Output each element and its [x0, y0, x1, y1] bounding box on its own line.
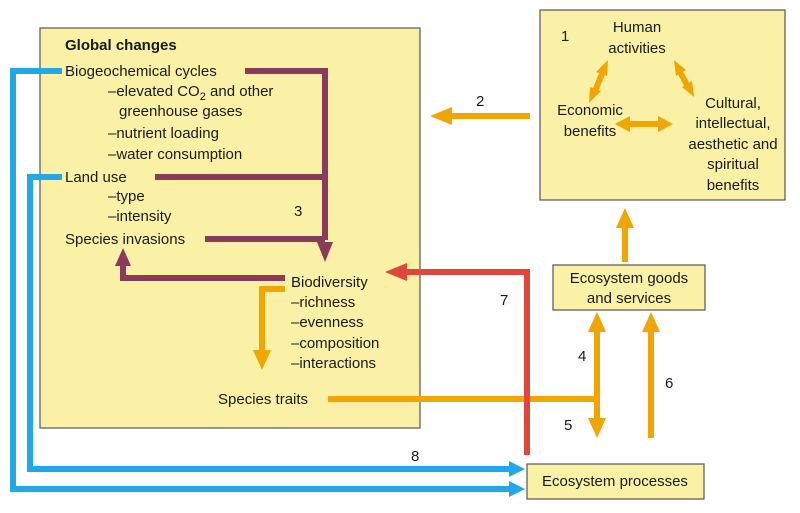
orange-dbl-human-cult — [677, 70, 690, 87]
processes-label: Ecosystem processes — [542, 473, 688, 490]
orange-arrowhead-human — [616, 208, 634, 228]
goods-label-1: Ecosystem goods — [570, 270, 688, 287]
number-6: 6 — [665, 375, 673, 392]
cultural-label-4: spiritual — [707, 156, 759, 173]
number-8: 8 — [411, 448, 419, 465]
human-label-2: activities — [608, 40, 666, 57]
orange-dbl-3a — [615, 116, 630, 132]
cultural-label-3: aesthetic and — [688, 136, 777, 153]
orange-dbl-2a — [674, 60, 686, 76]
biodiversity-label: Biodiversity — [291, 274, 368, 291]
red-arrow-7 — [405, 269, 530, 455]
richness-label: –richness — [291, 294, 355, 311]
global-changes-title: Global changes — [65, 37, 177, 54]
purple-arrowhead-invasions — [115, 248, 131, 266]
economic-label-1: Economic — [557, 102, 623, 119]
number-7: 7 — [500, 292, 508, 309]
cultural-label-2: intellectual, — [695, 115, 770, 132]
greenhouse-label: greenhouse gases — [119, 103, 242, 120]
orange-arrow-traits — [259, 286, 285, 350]
orange-dbl-1a — [596, 60, 608, 76]
ecosystem-processes-box — [526, 463, 705, 500]
water-label: –water consumption — [108, 146, 242, 163]
orange-arrowhead-6 — [642, 312, 660, 332]
species-traits-label: Species traits — [218, 391, 308, 408]
blue-arrowhead-1 — [509, 481, 525, 497]
number-5: 5 — [564, 417, 572, 434]
orange-arrowhead-traits — [253, 350, 271, 370]
interactions-label: –interactions — [291, 355, 376, 372]
number-1: 1 — [561, 28, 569, 45]
species-invasions-label: Species invasions — [65, 231, 185, 248]
goods-label-2: and services — [587, 290, 671, 307]
nutrient-label: –nutrient loading — [108, 125, 219, 142]
orange-arrowhead-2 — [430, 107, 452, 125]
orange-dbl-1b — [589, 87, 601, 103]
number-4: 4 — [578, 348, 586, 365]
type-label: –type — [108, 188, 145, 205]
purple-arrowhead-biodiversity — [317, 242, 333, 262]
evenness-label: –evenness — [291, 314, 364, 331]
land-use-label: Land use — [65, 169, 127, 186]
intensity-label: –intensity — [108, 208, 172, 225]
blue-arrow-landuse — [27, 174, 510, 472]
purple-arrow-biogeochem — [245, 68, 328, 240]
human-label-1: Human — [613, 19, 661, 36]
blue-arrowhead-2 — [509, 461, 525, 477]
red-arrowhead-7 — [385, 263, 407, 281]
orange-arrowhead-4 — [588, 312, 606, 332]
orange-dbl-3b — [658, 116, 673, 132]
orange-dbl-human-econ — [592, 72, 605, 93]
co2-label: –elevated CO2 and other — [108, 83, 273, 103]
economic-label-2: benefits — [564, 123, 617, 140]
number-2: 2 — [476, 93, 484, 110]
purple-arrow-to-invasions — [120, 265, 285, 281]
orange-arrowhead-5 — [588, 418, 606, 438]
cultural-label-5: benefits — [707, 177, 760, 194]
number-3: 3 — [294, 203, 302, 220]
biogeochemical-label: Biogeochemical cycles — [65, 63, 217, 80]
human-activities-box — [539, 9, 786, 201]
ecosystem-goods-box — [552, 264, 706, 311]
composition-label: –composition — [291, 335, 379, 352]
orange-dbl-2b — [682, 81, 694, 97]
blue-arrow-biogeochem — [10, 68, 510, 492]
global-changes-box — [39, 27, 421, 429]
cultural-label-1: Cultural, — [705, 95, 761, 112]
